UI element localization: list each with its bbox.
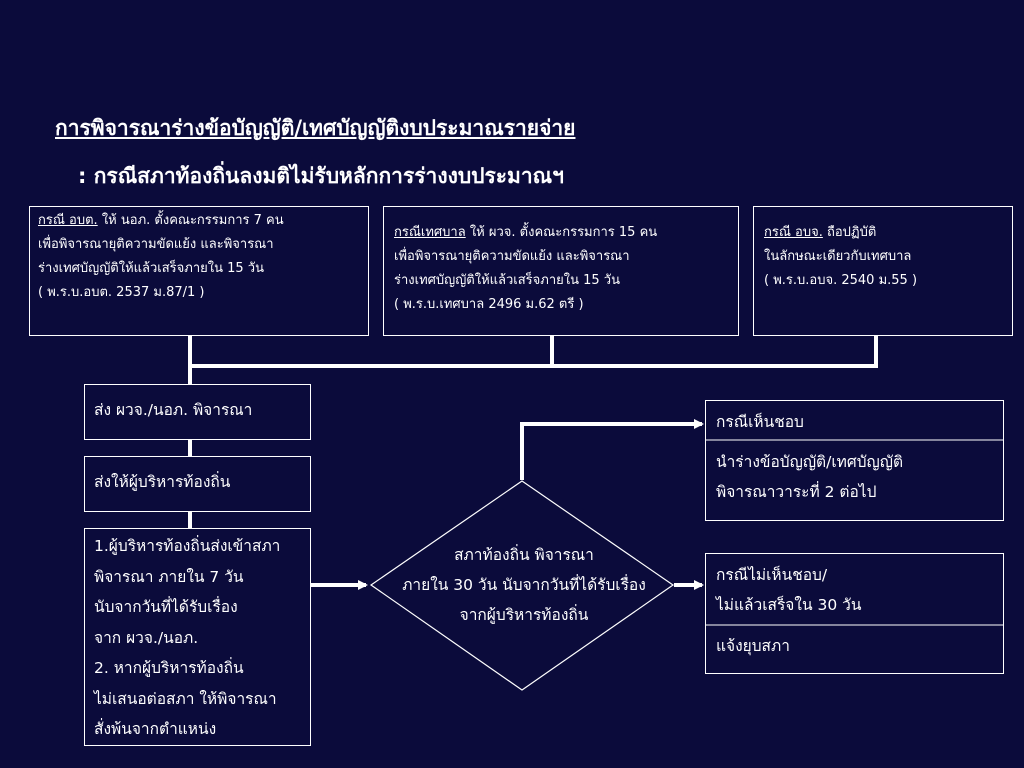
disagree-header-1: กรณีไม่เห็นชอบ/ <box>716 566 828 584</box>
decision-text: สภาท้องถิ่น พิจารณา ภายใน 30 วัน นับจากว… <box>374 540 674 630</box>
box-obj-line1: กรณี อบจ. ถือปฏิบัติ <box>764 225 877 240</box>
disagree-body: แจ้งยุบสภา <box>716 637 790 655</box>
box-municipality-line3: ร่างเทศบัญญัติให้แล้วเสร็จภายใน 15 วัน <box>394 273 620 288</box>
steps-line-4: จาก ผวจ./นอภ. <box>94 628 199 647</box>
box-obt: กรณี อบต. ให้ นอภ. ตั้งคณะกรรมการ 7 คน เ… <box>29 206 369 336</box>
agree-header: กรณีเห็นชอบ <box>716 413 804 431</box>
box-municipality-label: กรณีเทศบาล <box>394 225 466 240</box>
agree-body-2: พิจารณาวาระที่ 2 ต่อไป <box>716 483 877 501</box>
decision-line-2: ภายใน 30 วัน นับจากวันที่ได้รับเรื่อง <box>402 576 646 594</box>
box-municipality: กรณีเทศบาล ให้ ผวจ. ตั้งคณะกรรมการ 15 คน… <box>383 206 739 336</box>
box-obt-line2: เพื่อพิจารณายุติความขัดแย้ง และพิจารณา <box>38 237 274 252</box>
steps-line-6: ไม่เสนอต่อสภา ให้พิจารณา <box>94 689 277 708</box>
box-obt-line3: ร่างเทศบัญญัติให้แล้วเสร็จภายใน 15 วัน <box>38 261 264 276</box>
box-send-governor: ส่ง ผวจ./นอภ. พิจารณา <box>84 384 311 440</box>
box-municipality-line2: เพื่อพิจารณายุติความขัดแย้ง และพิจารณา <box>394 249 630 264</box>
decision-line-1: สภาท้องถิ่น พิจารณา <box>454 546 594 564</box>
box-outcome-disagree: กรณีไม่เห็นชอบ/ ไม่แล้วเสร็จใน 30 วัน แจ… <box>705 553 1004 674</box>
box-executive-steps: 1.ผู้บริหารท้องถิ่นส่งเข้าสภา พิจารณา ภา… <box>84 528 311 746</box>
page-title: การพิจารณาร่างข้อบัญญัติ/เทศบัญญัติงบประ… <box>55 116 576 140</box>
box-obj: กรณี อบจ. ถือปฏิบัติ ในลักษณะเดียวกับเทศ… <box>753 206 1013 336</box>
box-send-executive: ส่งให้ผู้บริหารท้องถิ่น <box>84 456 311 512</box>
agree-body-1: นำร่างข้อบัญญัติ/เทศบัญญัติ <box>716 453 904 471</box>
steps-line-2: พิจารณา ภายใน 7 วัน <box>94 567 244 586</box>
box-obj-label: กรณี อบจ. <box>764 225 823 240</box>
box-obt-line1: กรณี อบต. ให้ นอภ. ตั้งคณะกรรมการ 7 คน <box>38 213 284 228</box>
box-obj-line3: ( พ.ร.บ.อบจ. 2540 ม.55 ) <box>764 273 918 288</box>
box-municipality-line1: กรณีเทศบาล ให้ ผวจ. ตั้งคณะกรรมการ 15 คน <box>394 225 658 240</box>
steps-line-3: นับจากวันที่ได้รับเรื่อง <box>94 598 238 616</box>
box-municipality-line4: ( พ.ร.บ.เทศบาล 2496 ม.62 ตรี ) <box>394 297 584 312</box>
steps-line-7: สั่งพ้นจากตำแหน่ง <box>94 720 217 738</box>
box-outcome-agree: กรณีเห็นชอบ นำร่างข้อบัญญัติ/เทศบัญญัติ … <box>705 400 1004 521</box>
decision-line-3: จากผู้บริหารท้องถิ่น <box>459 606 589 624</box>
box-obj-line2: ในลักษณะเดียวกับเทศบาล <box>764 249 912 264</box>
box-obt-line4: ( พ.ร.บ.อบต. 2537 ม.87/1 ) <box>38 285 205 300</box>
box-obt-label: กรณี อบต. <box>38 213 98 228</box>
disagree-header-2: ไม่แล้วเสร็จใน 30 วัน <box>716 596 862 614</box>
box-send-governor-text: ส่ง ผวจ./นอภ. พิจารณา <box>94 401 253 419</box>
arrow-decision-to-agree <box>520 419 704 480</box>
box-send-executive-text: ส่งให้ผู้บริหารท้องถิ่น <box>94 473 231 491</box>
page-subtitle: : กรณีสภาท้องถิ่นลงมติไม่รับหลักการร่างง… <box>78 164 564 188</box>
steps-line-1: 1.ผู้บริหารท้องถิ่นส่งเข้าสภา <box>94 537 281 555</box>
steps-line-5: 2. หากผู้บริหารท้องถิ่น <box>94 659 244 677</box>
